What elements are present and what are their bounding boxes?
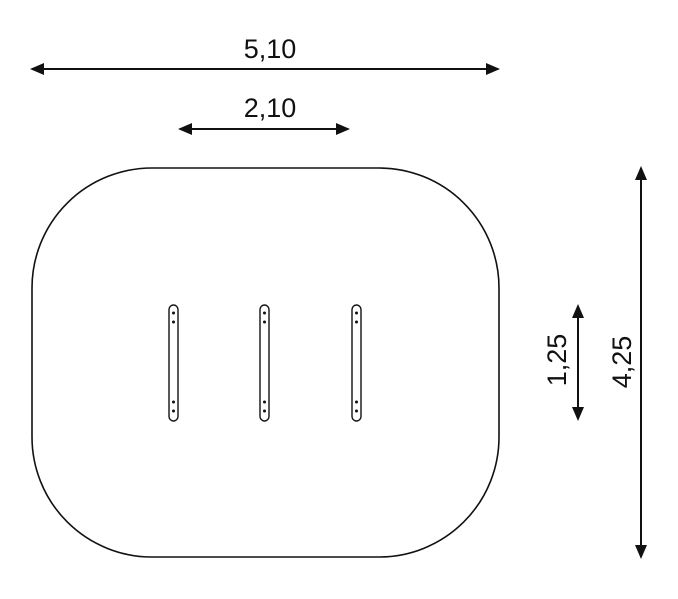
dimension-inner-width-label: 2,10 [244, 93, 297, 123]
bar-hole [172, 320, 175, 324]
bar-outline [168, 304, 179, 422]
bar-hole [172, 409, 175, 413]
bar-hole [172, 311, 175, 315]
bar-hole [263, 320, 266, 324]
dimension-bar-length: 1,25 [542, 304, 584, 421]
dimension-bar-length-label: 1,25 [542, 334, 572, 387]
bar-outline [259, 304, 270, 422]
bar-2 [259, 304, 270, 422]
dimension-total-height: 4,25 [607, 166, 647, 559]
bar-hole [263, 311, 266, 315]
bar-hole [355, 400, 358, 404]
dimension-total-width-label: 5,10 [244, 34, 297, 64]
bar-1 [168, 304, 179, 422]
bar-hole [263, 400, 266, 404]
bar-hole [355, 409, 358, 413]
bar-hole [355, 320, 358, 324]
dimension-total-width: 5,10 [30, 34, 500, 75]
dimension-total-height-label: 4,25 [607, 336, 637, 389]
bar-outline [351, 304, 362, 422]
bar-hole [355, 311, 358, 315]
bar-hole [263, 409, 266, 413]
dimension-inner-width: 2,10 [178, 93, 350, 135]
outline-shape [31, 167, 500, 558]
bar-3 [351, 304, 362, 422]
bar-hole [172, 400, 175, 404]
